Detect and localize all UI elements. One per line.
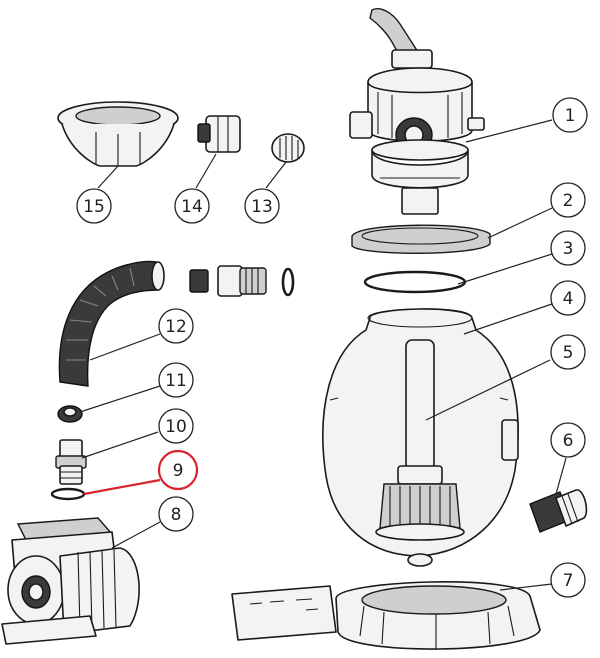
callout-3: 3 [457, 230, 586, 285]
callout-11-label: 11 [165, 371, 187, 391]
callout-13-label: 13 [251, 197, 273, 217]
part-13-nut[interactable] [271, 133, 305, 163]
callout-7-label: 7 [563, 571, 574, 591]
callout-14: 14 [174, 153, 217, 224]
callout-9-highlight-ring [157, 449, 199, 491]
part-9-o-ring[interactable] [50, 487, 86, 501]
callout-6: 6 [550, 422, 586, 495]
part-11-hose-clamp[interactable] [57, 405, 83, 423]
callout-5: 5 [425, 334, 586, 421]
callout-4: 4 [463, 280, 586, 335]
part-3-o-ring[interactable] [363, 270, 467, 294]
callout-12: 12 [89, 308, 194, 361]
hose-fittings[interactable] [189, 265, 295, 297]
part-10-hose-adapter[interactable] [55, 439, 87, 485]
callout-8-label: 8 [171, 505, 182, 525]
part-5-standpipe[interactable] [375, 339, 465, 541]
callout-10-label: 10 [165, 417, 187, 437]
part-12-hose[interactable] [58, 260, 165, 387]
part-15-skimmer-funnel[interactable] [57, 101, 179, 167]
callout-7: 7 [499, 562, 586, 598]
callout-13: 13 [244, 161, 287, 224]
callout-3-label: 3 [563, 239, 574, 259]
callout-10: 10 [81, 408, 194, 459]
part-8-pump[interactable] [1, 517, 140, 645]
callout-2: 2 [487, 182, 586, 239]
callout-9-label: 9 [173, 461, 184, 481]
part-1-multiport-valve[interactable] [349, 8, 485, 215]
callout-15-label: 15 [83, 197, 105, 217]
part-2-clamp[interactable] [351, 224, 491, 254]
callout-5-label: 5 [563, 343, 574, 363]
callout-12-label: 12 [165, 317, 187, 337]
callout-6-label: 6 [563, 431, 574, 451]
part-14-connector[interactable] [197, 115, 241, 153]
part-7-base[interactable] [231, 581, 541, 650]
callout-14-label: 14 [181, 197, 203, 217]
callout-8: 8 [111, 496, 194, 549]
callout-9-highlighted: 9 [83, 449, 199, 496]
callout-4-label: 4 [563, 289, 574, 309]
part-6-drain-plug[interactable] [529, 489, 588, 533]
callout-1: 1 [465, 97, 588, 143]
callout-15: 15 [76, 165, 119, 224]
callout-2-label: 2 [563, 191, 574, 211]
callout-1-label: 1 [565, 106, 576, 126]
callout-11: 11 [79, 362, 194, 413]
callout-layer: 1 2 3 4 5 6 7 [76, 97, 588, 598]
